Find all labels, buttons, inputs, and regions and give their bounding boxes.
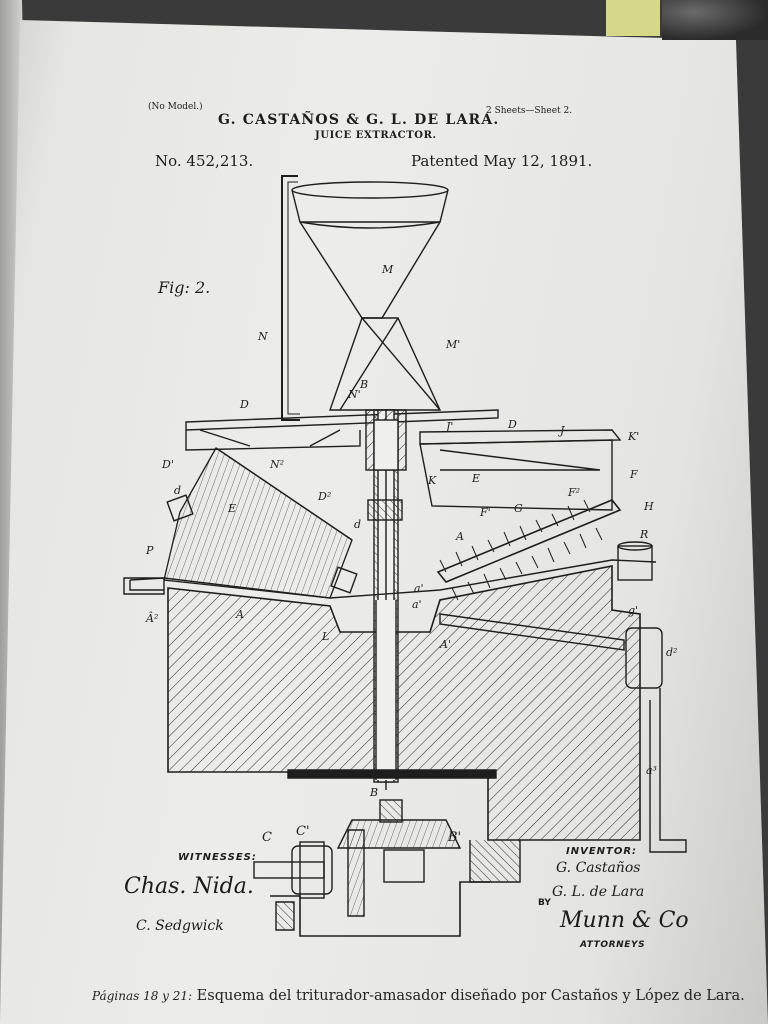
part-label: M — [382, 263, 394, 276]
sticky-note-tab — [606, 0, 660, 36]
part-label: a³ — [646, 764, 657, 777]
part-label: K' — [628, 430, 640, 443]
part-label: d — [174, 484, 182, 497]
part-label: a' — [414, 582, 424, 595]
part-label: D — [508, 418, 517, 431]
sheet-count: 2 Sheets—Sheet 2. — [486, 106, 573, 116]
invention-title: JUICE EXTRACTOR. — [315, 130, 437, 141]
figure-caption: Páginas 18 y 21: Esquema del triturador-… — [92, 988, 745, 1004]
part-label: A — [456, 530, 464, 543]
part-label: B — [370, 786, 379, 799]
part-label: L — [322, 630, 330, 643]
part-label: G — [514, 502, 523, 515]
part-label: K — [428, 474, 437, 487]
part-label: A — [236, 608, 244, 621]
part-label: F — [630, 468, 638, 481]
part-label: D² — [318, 490, 332, 503]
part-label: A' — [440, 638, 451, 651]
part-label: N' — [348, 388, 361, 401]
part-label: F² — [568, 486, 581, 499]
patent-date: Patented May 12, 1891. — [411, 152, 593, 170]
inventor-label: INVENTOR: — [566, 846, 638, 857]
witness-signature-1: Chas. Nida. — [124, 874, 254, 899]
background-object — [662, 0, 768, 40]
inventors-heading: G. CASTAÑOS & G. L. DE LARA. — [218, 112, 500, 128]
witnesses-label: WITNESSES: — [178, 852, 257, 863]
part-label: P — [146, 544, 154, 557]
part-label: a' — [412, 598, 422, 611]
part-label: N — [258, 330, 268, 343]
part-label: C — [262, 830, 272, 845]
part-label: d² — [666, 646, 678, 659]
part-label: E — [228, 502, 237, 515]
part-label: Â² — [146, 612, 159, 625]
figure-label: Fig: 2. — [158, 278, 211, 297]
inventor-signature-1: G. Castaños — [556, 860, 641, 876]
patent-number: No. 452,213. — [155, 152, 254, 170]
part-label: M' — [446, 338, 461, 351]
part-label: R — [640, 528, 649, 541]
part-label: H — [644, 500, 654, 513]
part-label: F' — [480, 506, 491, 519]
part-label: B' — [448, 830, 462, 845]
part-label: d — [354, 518, 362, 531]
part-label: D' — [162, 458, 174, 471]
attorney-signature: Munn & Co — [560, 908, 689, 933]
part-label: D — [240, 398, 249, 411]
no-model-note: (No Model.) — [148, 102, 203, 112]
caption-pages: Páginas 18 y 21: — [92, 989, 193, 1003]
part-label: g' — [628, 604, 639, 617]
caption-text: Esquema del triturador-amasador diseñado… — [196, 988, 745, 1004]
inventor-signature-2: G. L. de Lara — [552, 884, 645, 900]
attorneys-label: ATTORNEYS — [580, 940, 646, 950]
part-label: J — [560, 424, 565, 437]
part-label: B — [360, 378, 369, 391]
part-label: E — [472, 472, 481, 485]
part-label: J' — [446, 420, 454, 433]
part-label: C' — [296, 824, 310, 839]
part-label: N² — [270, 458, 285, 471]
by-label: BY — [538, 898, 551, 908]
witness-signature-2: C. Sedgwick — [136, 918, 224, 934]
